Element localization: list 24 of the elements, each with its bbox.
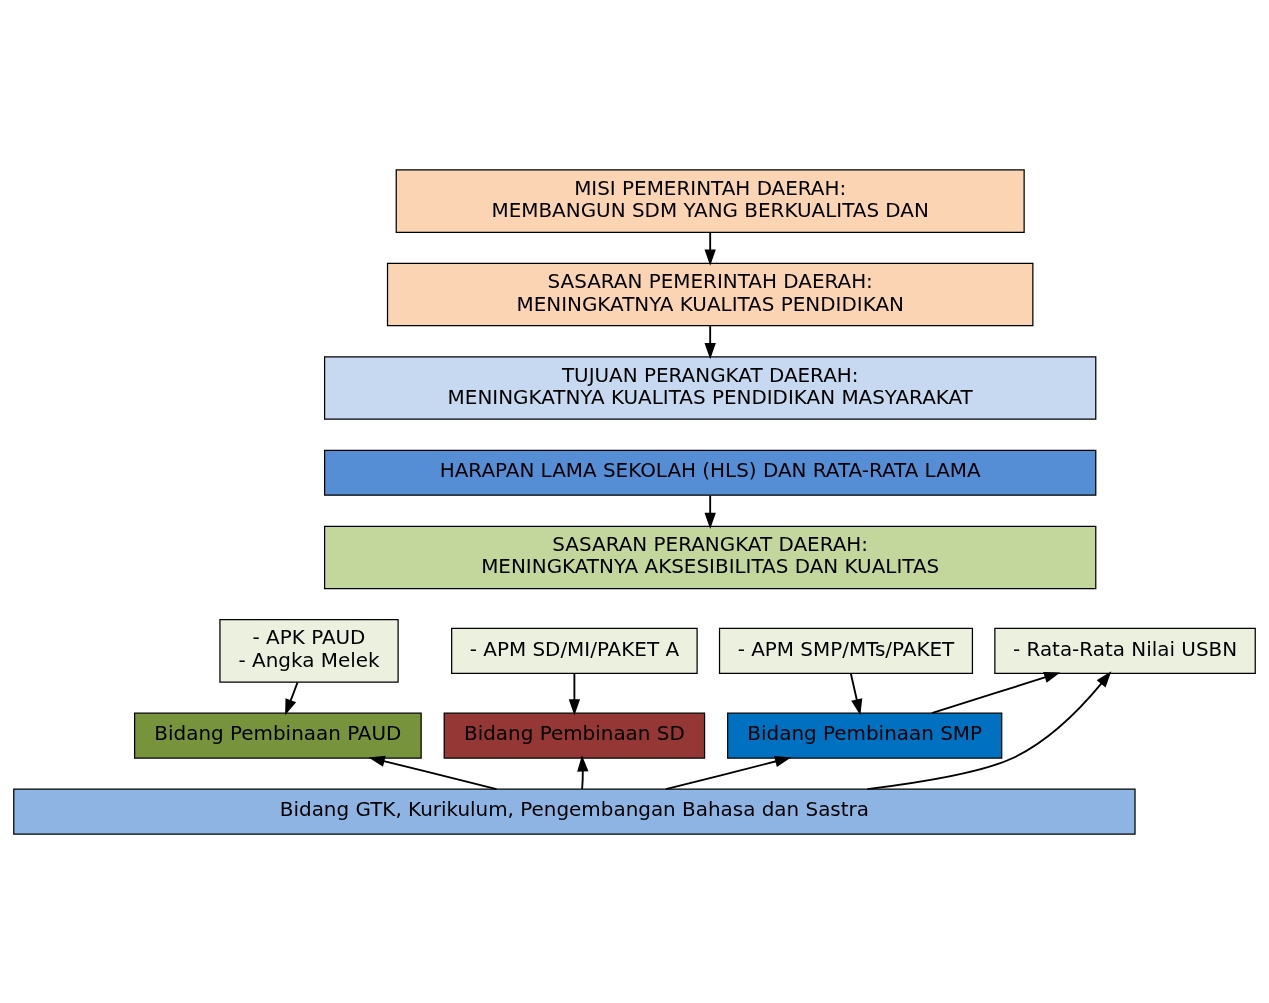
arrow xyxy=(849,672,863,715)
node-box: Bidang Pembinaan SMP xyxy=(727,712,1003,759)
arrow xyxy=(664,755,792,790)
node-box: Bidang Pembinaan SD xyxy=(443,712,706,759)
arrow xyxy=(577,754,589,790)
node-box: - Rata-Rata Nilai USBN xyxy=(994,627,1256,674)
arrow xyxy=(568,672,581,715)
node-box: HARAPAN LAMA SEKOLAH (HLS) DAN RATA-RATA LAMA xyxy=(323,449,1097,496)
node-box: MISI PEMERINTAH DAERAH: MEMBANGUN SDM YANG BERKUALITAS DAN xyxy=(395,168,1025,233)
node-box: Bidang Pembinaan PAUD xyxy=(134,712,422,759)
arrow xyxy=(866,670,1112,790)
arrow xyxy=(285,680,299,715)
node-box: SASARAN PEMERINTAH DAERAH: MENINGKATNYA KUALITAS PENDIDIKAN xyxy=(386,262,1034,326)
node-box: - APK PAUD - Angka Melek xyxy=(219,618,399,683)
arrow xyxy=(704,231,716,266)
node-box: - APM SD/MI/PAKET A xyxy=(451,627,698,674)
node-box: - APM SMP/MTs/PAKET xyxy=(718,627,974,674)
arrow xyxy=(704,494,716,529)
node-box: Bidang GTK, Kurikulum, Pengembangan Bahasa dan Sastra xyxy=(13,788,1136,835)
arrow xyxy=(930,671,1061,714)
node-box: TUJUAN PERANGKAT DAERAH: MENINGKATNYA KUALITAS PENDIDIKAN MASYARAKAT xyxy=(323,355,1097,420)
node-box: SASARAN PERANGKAT DAERAH: MENINGKATNYA AKSESIBILITAS DAN KUALITAS xyxy=(323,525,1097,589)
arrow xyxy=(368,755,498,790)
arrow xyxy=(704,324,716,359)
